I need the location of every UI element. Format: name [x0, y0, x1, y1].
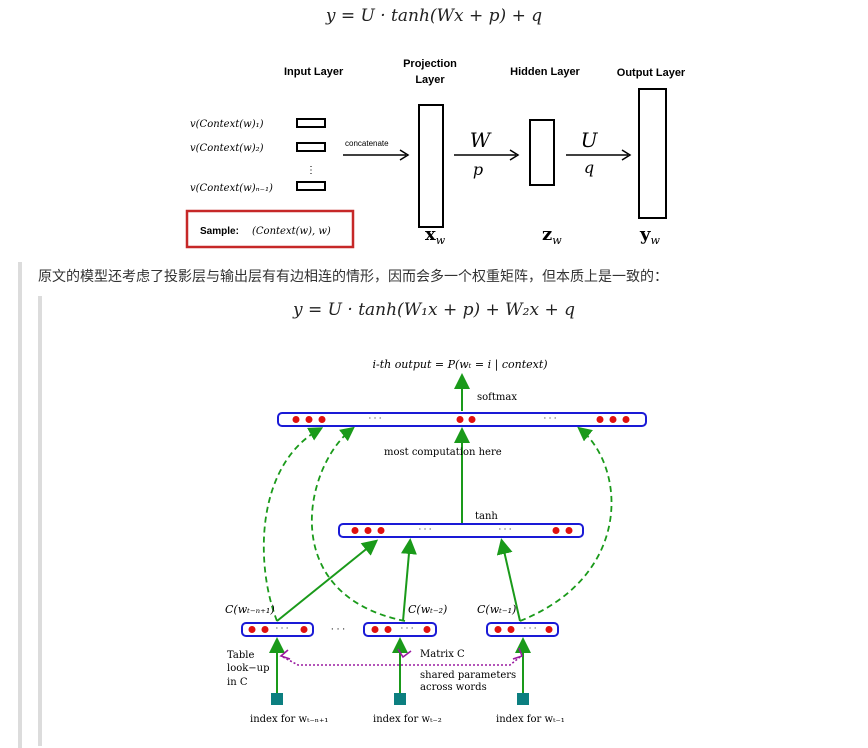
- formula-top: y = U · tanh(Wx + p) + q: [325, 6, 543, 26]
- formula-bottom: y = U · tanh(W₁x + p) + W₂x + q: [293, 300, 575, 320]
- neuron: [377, 527, 385, 534]
- neuron: [545, 626, 553, 633]
- shared-params-line: [282, 656, 521, 666]
- ellipsis: · · ·: [544, 414, 557, 423]
- ellipsis-vertical: ⋮: [306, 165, 316, 176]
- neuron: [351, 527, 359, 534]
- softmax-label: softmax: [477, 392, 517, 403]
- neuron: [292, 416, 300, 423]
- input-vector-n: [296, 181, 326, 191]
- u-label: U: [581, 128, 599, 152]
- matrix-c-label: Matrix C: [420, 649, 465, 660]
- skip-connection-2: [310, 426, 406, 622]
- projection-layer-label-2: Layer: [415, 74, 445, 86]
- neuron: [596, 416, 604, 423]
- tanh-layer: [338, 523, 584, 538]
- output-layer-label: Output Layer: [617, 67, 686, 79]
- context-n-label: v(Context(w)ₙ₋₁): [190, 183, 273, 194]
- nnlm-figure: Input Layer Projection Layer Hidden Laye…: [180, 55, 700, 255]
- neuron: [552, 527, 560, 534]
- index-label-3: index for wₜ₋₁: [496, 714, 565, 725]
- neuron: [364, 527, 372, 534]
- index-label-1: index for wₜ₋ₙ₊₁: [250, 714, 328, 725]
- neuron: [371, 626, 379, 633]
- emb3-to-tanh-arrow: [496, 538, 521, 622]
- context-1-label: v(Context(w)₁): [190, 119, 264, 130]
- emb1-to-tanh-arrow: [276, 539, 379, 622]
- sample-box: [185, 209, 355, 249]
- neuron: [261, 626, 269, 633]
- tanh-label: tanh: [475, 511, 498, 522]
- blockquote-bar: [18, 262, 22, 748]
- index-label-2: index for wₜ₋₂: [373, 714, 442, 725]
- p-label: p: [473, 160, 483, 179]
- neuron: [318, 416, 326, 423]
- embedding-2: [363, 622, 437, 637]
- sample-label: Sample:: [200, 226, 239, 237]
- xw-label: xw: [425, 224, 446, 247]
- input-vector-2: [296, 142, 326, 152]
- table-lookup-label-1: Table: [227, 650, 254, 661]
- c3-label: C(wₜ₋₁): [477, 603, 516, 616]
- neuron: [609, 416, 617, 423]
- bengio-nnlm-figure: i-th output = P(wₜ = i | context) softma…: [215, 345, 660, 740]
- ellipsis: · · ·: [499, 525, 512, 534]
- neuron: [248, 626, 256, 633]
- neuron: [305, 416, 313, 423]
- index-node-1: [271, 693, 283, 705]
- hidden-layer-label: Hidden Layer: [510, 66, 580, 78]
- input-layer-label: Input Layer: [284, 66, 344, 78]
- neuron: [423, 626, 431, 633]
- index-node-3: [517, 693, 529, 705]
- context-2-label: v(Context(w)₂): [190, 143, 264, 154]
- shared-params-label-1: shared parameters: [420, 670, 516, 681]
- yw-label: yw: [639, 224, 660, 247]
- embedding-3: [486, 622, 559, 637]
- q-label: q: [584, 158, 594, 177]
- output-layer-box: [638, 88, 667, 219]
- ellipsis: · · ·: [401, 624, 414, 633]
- table-lookup-label-2: look−up: [227, 663, 270, 674]
- neuron: [494, 626, 502, 633]
- neuron: [300, 626, 308, 633]
- hidden-layer-box: [529, 119, 555, 186]
- neuron: [565, 527, 573, 534]
- c2-label: C(wₜ₋₂): [408, 603, 447, 616]
- output-title: i-th output = P(wₜ = i | context): [372, 358, 547, 372]
- zw-label: zw: [542, 224, 562, 247]
- table-lookup-label-3: in C: [227, 677, 248, 688]
- paragraph-text: 原文的模型还考虑了投影层与输出层有有边相连的情形，因而会多一个权重矩阵，但本质上…: [38, 268, 668, 284]
- index-node-2: [394, 693, 406, 705]
- shared-params-label-2: across words: [420, 682, 487, 693]
- neuron: [468, 416, 476, 423]
- embedding-1: [241, 622, 314, 637]
- ellipsis: · · ·: [524, 624, 537, 633]
- skip-connection-1: [262, 427, 324, 622]
- ellipsis: · · ·: [419, 525, 432, 534]
- neuron: [456, 416, 464, 423]
- ellipsis: · · ·: [276, 624, 289, 633]
- ellipsis: · · ·: [369, 414, 382, 423]
- skip-connection-3: [519, 426, 613, 622]
- neuron: [622, 416, 630, 423]
- neuron: [507, 626, 515, 633]
- input-vector-1: [296, 118, 326, 128]
- concatenate-label: concatenate: [345, 139, 389, 148]
- c1-label: C(wₜ₋ₙ₊₁): [225, 603, 275, 616]
- emb2-to-tanh-arrow: [400, 538, 417, 622]
- projection-layer-box: [418, 104, 444, 228]
- softmax-layer: [277, 412, 647, 427]
- projection-layer-label-1: Projection: [403, 58, 457, 70]
- w-label: W: [470, 128, 492, 152]
- nested-blockquote-bar: [38, 296, 42, 746]
- most-computation-label: most computation here: [384, 447, 502, 458]
- ellipsis: · · ·: [331, 625, 345, 635]
- neuron: [384, 626, 392, 633]
- sample-value: (Context(w), w): [252, 226, 331, 237]
